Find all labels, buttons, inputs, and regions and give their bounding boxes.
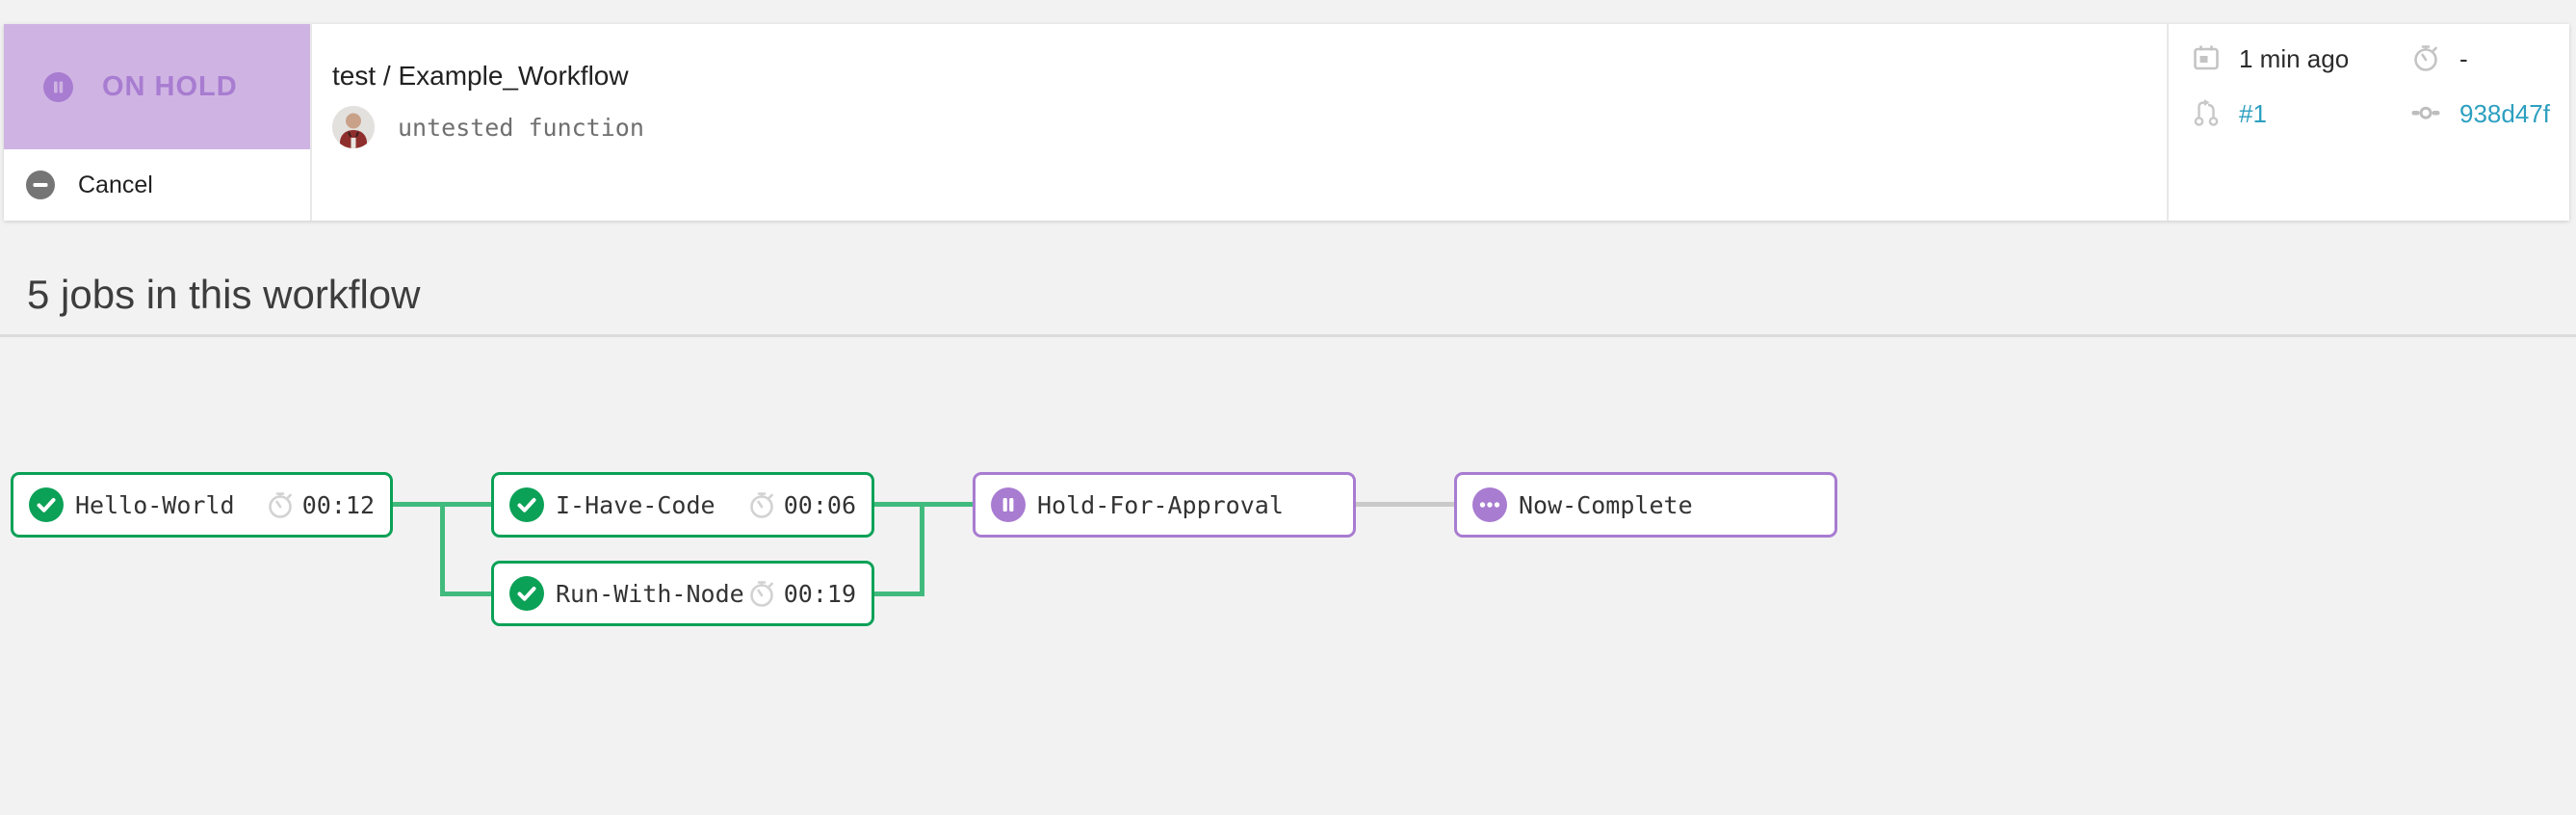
cancel-label: Cancel bbox=[78, 171, 153, 198]
job-name: Hold-For-Approval bbox=[1037, 490, 1284, 519]
stopwatch-icon bbox=[749, 492, 773, 518]
job-duration-text: 00:12 bbox=[301, 490, 375, 519]
section-divider bbox=[0, 334, 2576, 337]
calendar-icon bbox=[2194, 45, 2219, 70]
job-duration-text: 00:19 bbox=[783, 579, 856, 608]
workflow-edge bbox=[1352, 502, 1458, 507]
workflow-edge bbox=[870, 592, 924, 596]
pause-icon bbox=[43, 71, 73, 102]
cancel-icon bbox=[26, 171, 55, 199]
workflow-title: test / Example_Workflow bbox=[332, 61, 629, 91]
success-icon bbox=[509, 576, 544, 611]
pull-request-link[interactable]: #1 bbox=[2239, 99, 2267, 128]
workflow-edge bbox=[920, 504, 924, 596]
job-duration-text: 00:06 bbox=[783, 490, 856, 519]
pull-request-icon bbox=[2194, 99, 2219, 126]
commit-subject: untested function bbox=[398, 114, 644, 142]
job-name: Hello-World bbox=[75, 490, 235, 519]
job-node-hello-world[interactable]: Hello-World 00:12 bbox=[11, 472, 393, 538]
success-icon bbox=[29, 487, 64, 522]
job-name: Run-With-Node bbox=[556, 579, 744, 608]
blocked-icon bbox=[1472, 487, 1507, 522]
on_hold-icon bbox=[991, 487, 1026, 522]
job-duration: 00:19 bbox=[747, 579, 856, 608]
job-duration: 00:06 bbox=[747, 490, 856, 519]
job-duration: 00:12 bbox=[266, 490, 375, 519]
job-node-i-have-code[interactable]: I-Have-Code 00:06 bbox=[491, 472, 874, 538]
cancel-workflow-button[interactable]: Cancel bbox=[4, 149, 310, 221]
commit-icon bbox=[2411, 106, 2440, 119]
job-name: Now-Complete bbox=[1519, 490, 1693, 519]
stopwatch-icon bbox=[2414, 45, 2437, 71]
meta-started: 1 min ago bbox=[2239, 44, 2350, 73]
job-name: I-Have-Code bbox=[556, 490, 716, 519]
header-divider-left bbox=[310, 24, 312, 221]
workflow-header-card: ON HOLD Cancel test / Example_Workflow u… bbox=[4, 24, 2569, 221]
avatar bbox=[332, 106, 375, 148]
job-node-hold-for-approval[interactable]: Hold-For-Approval bbox=[973, 472, 1356, 538]
status-label: ON HOLD bbox=[102, 70, 238, 102]
stopwatch-icon bbox=[268, 492, 292, 518]
meta-duration: - bbox=[2459, 44, 2468, 73]
commit-hash-link[interactable]: 938d47f bbox=[2459, 99, 2550, 128]
jobs-count-heading: 5 jobs in this workflow bbox=[27, 272, 421, 317]
job-node-run-with-node[interactable]: Run-With-Node 00:19 bbox=[491, 561, 874, 626]
success-icon bbox=[509, 487, 544, 522]
status-banner: ON HOLD bbox=[4, 24, 310, 149]
workflow-edge bbox=[440, 592, 495, 596]
workflow-edge bbox=[440, 504, 445, 596]
job-node-now-complete[interactable]: Now-Complete bbox=[1454, 472, 1837, 538]
header-divider-meta bbox=[2167, 24, 2169, 221]
stopwatch-icon bbox=[749, 581, 773, 607]
